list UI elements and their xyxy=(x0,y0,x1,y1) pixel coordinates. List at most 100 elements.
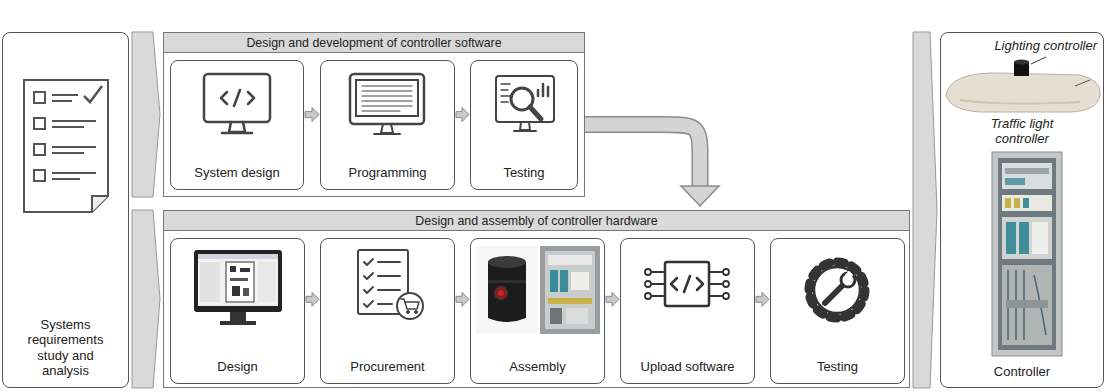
code-monitor-icon xyxy=(248,92,254,104)
checklist-icon xyxy=(84,86,102,102)
upload-chip-icon xyxy=(645,262,729,306)
checklist-icon xyxy=(34,118,45,129)
assembly-cabinet-photo xyxy=(571,272,589,290)
process-box: Testing xyxy=(470,60,578,190)
traffic-light-controller-photo xyxy=(1019,222,1029,254)
pcb-design-monitor-icon xyxy=(258,262,276,302)
procurement-checklist-icon xyxy=(364,287,373,293)
traffic-light-controller-photo xyxy=(1005,168,1049,174)
testing-magnifier-icon xyxy=(496,76,554,122)
assembly-device-photo xyxy=(488,256,526,268)
traffic-light-controller-photo xyxy=(1002,217,1052,259)
checklist-icon xyxy=(92,196,108,212)
traffic-light-controller-photo xyxy=(998,158,1056,350)
checklist-icon xyxy=(34,92,45,103)
programming-monitor-icon xyxy=(350,74,424,134)
arrow-head xyxy=(681,186,719,206)
checklist-icon xyxy=(24,80,108,212)
chevron-arrow xyxy=(913,32,937,388)
flow-arrow xyxy=(584,125,719,207)
testing-magnifier-icon xyxy=(496,76,554,131)
lighting-controller-photo xyxy=(1014,60,1029,65)
traffic-light-controller-photo xyxy=(1002,163,1052,189)
pcb-design-monitor-icon xyxy=(243,288,249,296)
traffic-light-controller-photo xyxy=(1006,222,1016,254)
process-box: Programming xyxy=(320,60,455,190)
lighting-controller-photo xyxy=(960,100,1080,104)
lighting-controller-photo xyxy=(946,73,1100,112)
gear-wrench-icon xyxy=(814,267,860,313)
testing-magnifier-icon xyxy=(520,122,530,130)
testing-magnifier-icon xyxy=(538,84,548,96)
programming-monitor-icon xyxy=(356,80,418,116)
programming-monitor-icon xyxy=(374,133,400,135)
step-arrow xyxy=(456,108,469,122)
node-label: Testing xyxy=(500,165,547,181)
step-arrow xyxy=(305,108,319,122)
assembly-cabinet-photo xyxy=(560,270,568,292)
procurement-checklist-icon xyxy=(401,299,419,309)
node-label: Systems requirements study and analysis xyxy=(16,317,116,379)
assembly-device-photo xyxy=(494,286,508,300)
procurement-checklist-icon xyxy=(415,311,418,314)
node-label: Traffic light controller xyxy=(967,116,1077,147)
traffic-light-controller-photo xyxy=(1005,198,1011,208)
pcb-design-monitor-icon xyxy=(230,266,236,272)
flow-arrow xyxy=(132,32,160,197)
flow-arrow xyxy=(306,292,319,306)
gear-wrench-icon xyxy=(809,262,865,318)
flow-arrow xyxy=(456,292,469,306)
band-title: Design and development of controller sof… xyxy=(164,33,584,53)
traffic-light-controller-photo xyxy=(1002,195,1052,211)
step-arrow xyxy=(756,292,769,306)
programming-monitor-icon xyxy=(381,124,393,133)
start-box: Systems requirements study and analysis xyxy=(2,32,129,388)
traffic-light-controller-photo xyxy=(992,152,1062,356)
procurement-checklist-icon xyxy=(407,311,410,314)
process-box: Design xyxy=(170,238,305,384)
procurement-checklist-icon xyxy=(378,262,400,304)
code-monitor-icon xyxy=(222,132,252,135)
testing-magnifier-icon xyxy=(530,107,541,119)
curved-arrow-outline xyxy=(584,125,700,187)
checklist-icon xyxy=(52,95,78,101)
pcb-design-monitor-icon xyxy=(230,278,248,281)
traffic-light-controller-photo xyxy=(1002,265,1052,345)
upload-chip-icon xyxy=(645,269,651,275)
node-label: Programming xyxy=(345,165,429,181)
traffic-light-controller-photo xyxy=(1014,198,1020,208)
testing-magnifier-icon xyxy=(501,84,510,102)
pcb-design-monitor-icon xyxy=(230,312,246,322)
flow-arrow xyxy=(305,108,319,122)
upload-chip-icon xyxy=(697,278,703,290)
upload-chip-icon xyxy=(645,293,651,299)
code-monitor-icon xyxy=(234,90,240,106)
node-label: Procurement xyxy=(347,359,427,375)
pcb-design-monitor-icon xyxy=(198,254,278,259)
result-box: Lighting controllerTraffic light control… xyxy=(940,32,1104,388)
step-arrow xyxy=(606,292,619,306)
code-monitor-icon xyxy=(221,92,227,104)
checklist-icon xyxy=(52,147,96,153)
assembly-cabinet-photo xyxy=(566,308,588,324)
assembly-cabinet-photo xyxy=(545,251,595,329)
node-label: System design xyxy=(191,165,282,181)
flow-arrow xyxy=(606,292,619,306)
flow-arrow xyxy=(456,108,469,122)
flow-arrow xyxy=(132,210,160,388)
checklist-icon xyxy=(34,170,45,181)
pcb-design-monitor-icon xyxy=(226,262,254,302)
procurement-checklist-icon xyxy=(364,273,373,279)
band-title: Design and assembly of controller hardwa… xyxy=(164,211,909,231)
node-label: Controller xyxy=(994,364,1050,380)
upload-chip-icon xyxy=(645,281,651,287)
lighting-controller-photo xyxy=(946,57,1100,112)
step-arrow xyxy=(456,292,469,306)
pcb-design-monitor-icon xyxy=(194,250,282,325)
chevron-arrow xyxy=(132,210,160,388)
assembly-cabinet-photo xyxy=(550,270,558,292)
code-monitor-icon xyxy=(229,122,245,132)
traffic-light-controller-photo xyxy=(1005,178,1025,185)
lighting-controller-photo xyxy=(1075,80,1090,86)
pcb-design-monitor-icon xyxy=(232,286,240,296)
